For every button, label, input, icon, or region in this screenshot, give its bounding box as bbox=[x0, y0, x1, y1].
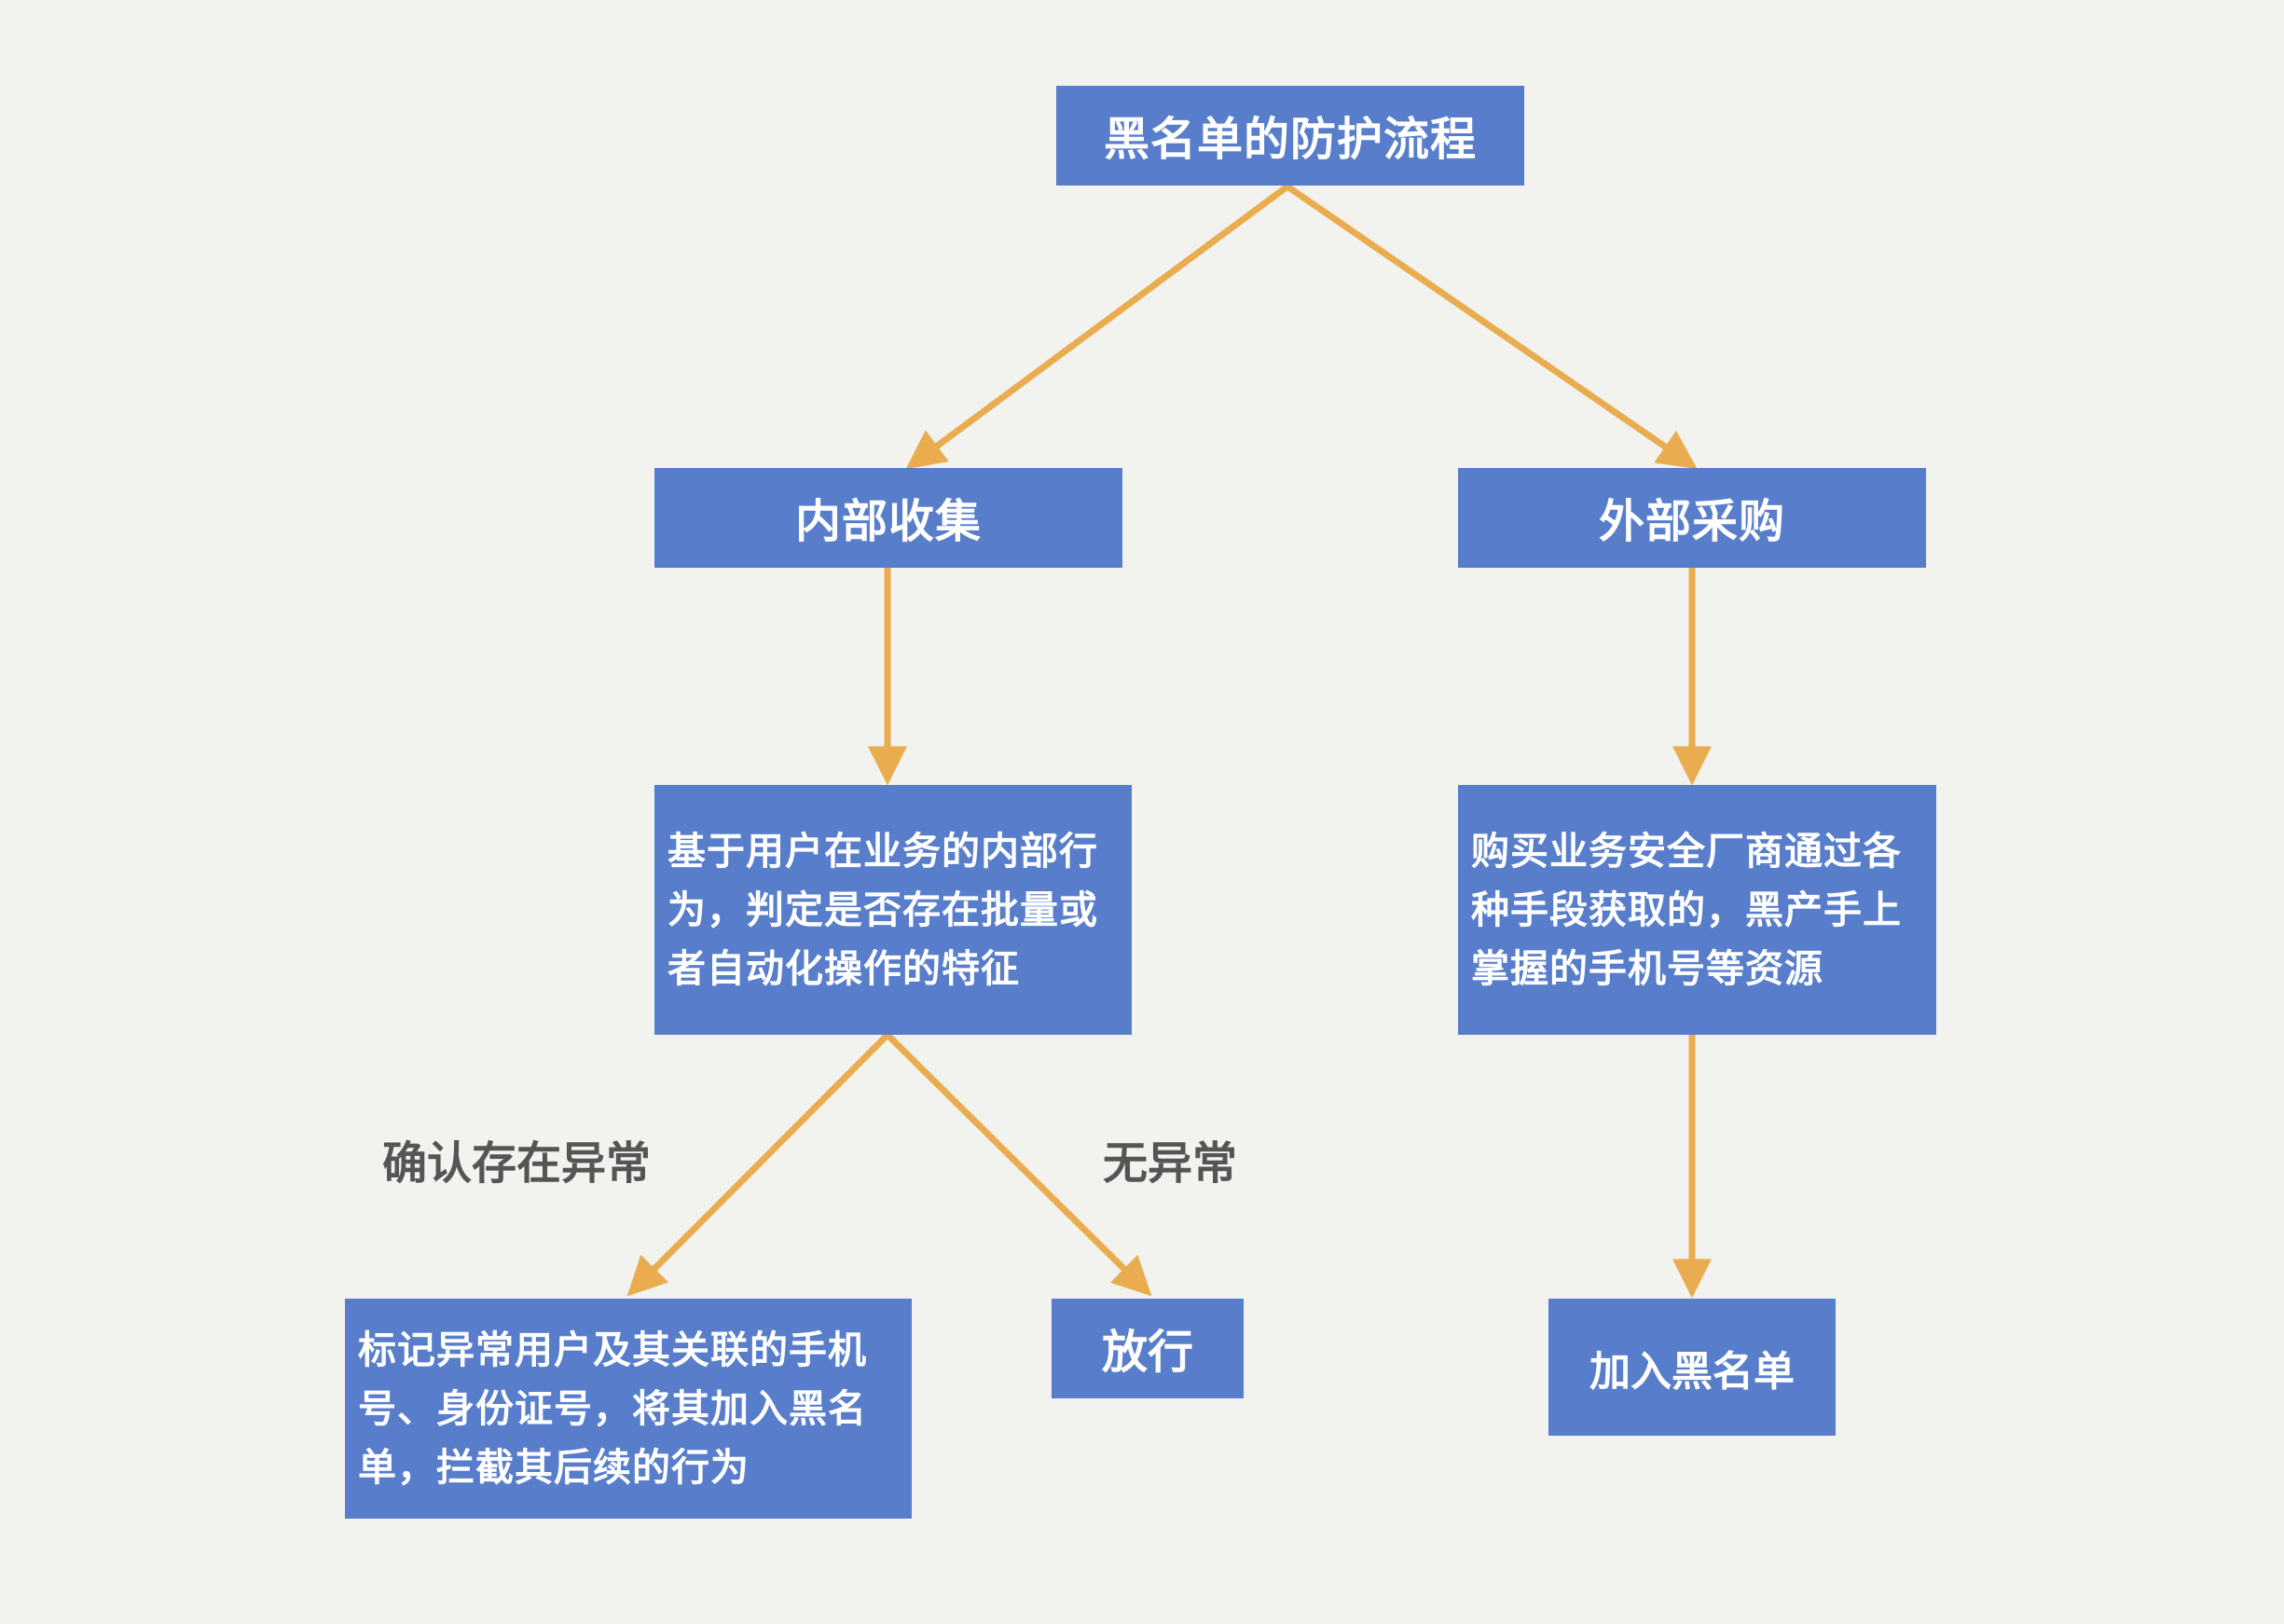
release-node: 放行 bbox=[1052, 1299, 1244, 1398]
root-node-label: 黑名单的防护流程 bbox=[1103, 113, 1477, 166]
mark-abnormal-node: 标记异常用户及其关联的手机号、身份证号，将其加入黑名单，拦截其后续的行为 bbox=[345, 1299, 912, 1519]
external-description-node: 购买业务安全厂商通过各种手段获取的，黑产手上掌握的手机号等资源 bbox=[1458, 785, 1936, 1035]
arrow-desc-to-mark bbox=[626, 1032, 890, 1297]
arrow-root-to-external bbox=[1286, 184, 1698, 469]
normal-edge-label: 无异常 bbox=[1103, 1137, 1238, 1190]
arrow-desc-to-release bbox=[885, 1032, 1152, 1297]
external-description-text: 购买业务安全厂商通过各种手段获取的，黑产手上掌握的手机号等资源 bbox=[1471, 828, 1902, 991]
internal-description-node: 基于用户在业务的内部行为，判定是否存在批量或者自动化操作的特征 bbox=[654, 785, 1132, 1035]
root-node: 黑名单的防护流程 bbox=[1056, 86, 1524, 186]
internal-collection-label: 内部收集 bbox=[794, 495, 982, 548]
mark-abnormal-text: 标记异常用户及其关联的手机号、身份证号，将其加入黑名单，拦截其后续的行为 bbox=[358, 1327, 867, 1490]
add-blacklist-node: 加入黑名单 bbox=[1548, 1299, 1836, 1436]
add-blacklist-label: 加入黑名单 bbox=[1589, 1347, 1795, 1396]
external-purchase-node: 外部采购 bbox=[1458, 468, 1926, 568]
abnormal-edge-label: 确认存在异常 bbox=[382, 1137, 652, 1190]
internal-description-text: 基于用户在业务的内部行为，判定是否存在批量或者自动化操作的特征 bbox=[667, 828, 1098, 991]
release-label: 放行 bbox=[1101, 1326, 1193, 1379]
arrow-root-to-internal bbox=[905, 184, 1290, 470]
external-purchase-label: 外部采购 bbox=[1598, 495, 1785, 548]
internal-collection-node: 内部收集 bbox=[654, 468, 1122, 568]
